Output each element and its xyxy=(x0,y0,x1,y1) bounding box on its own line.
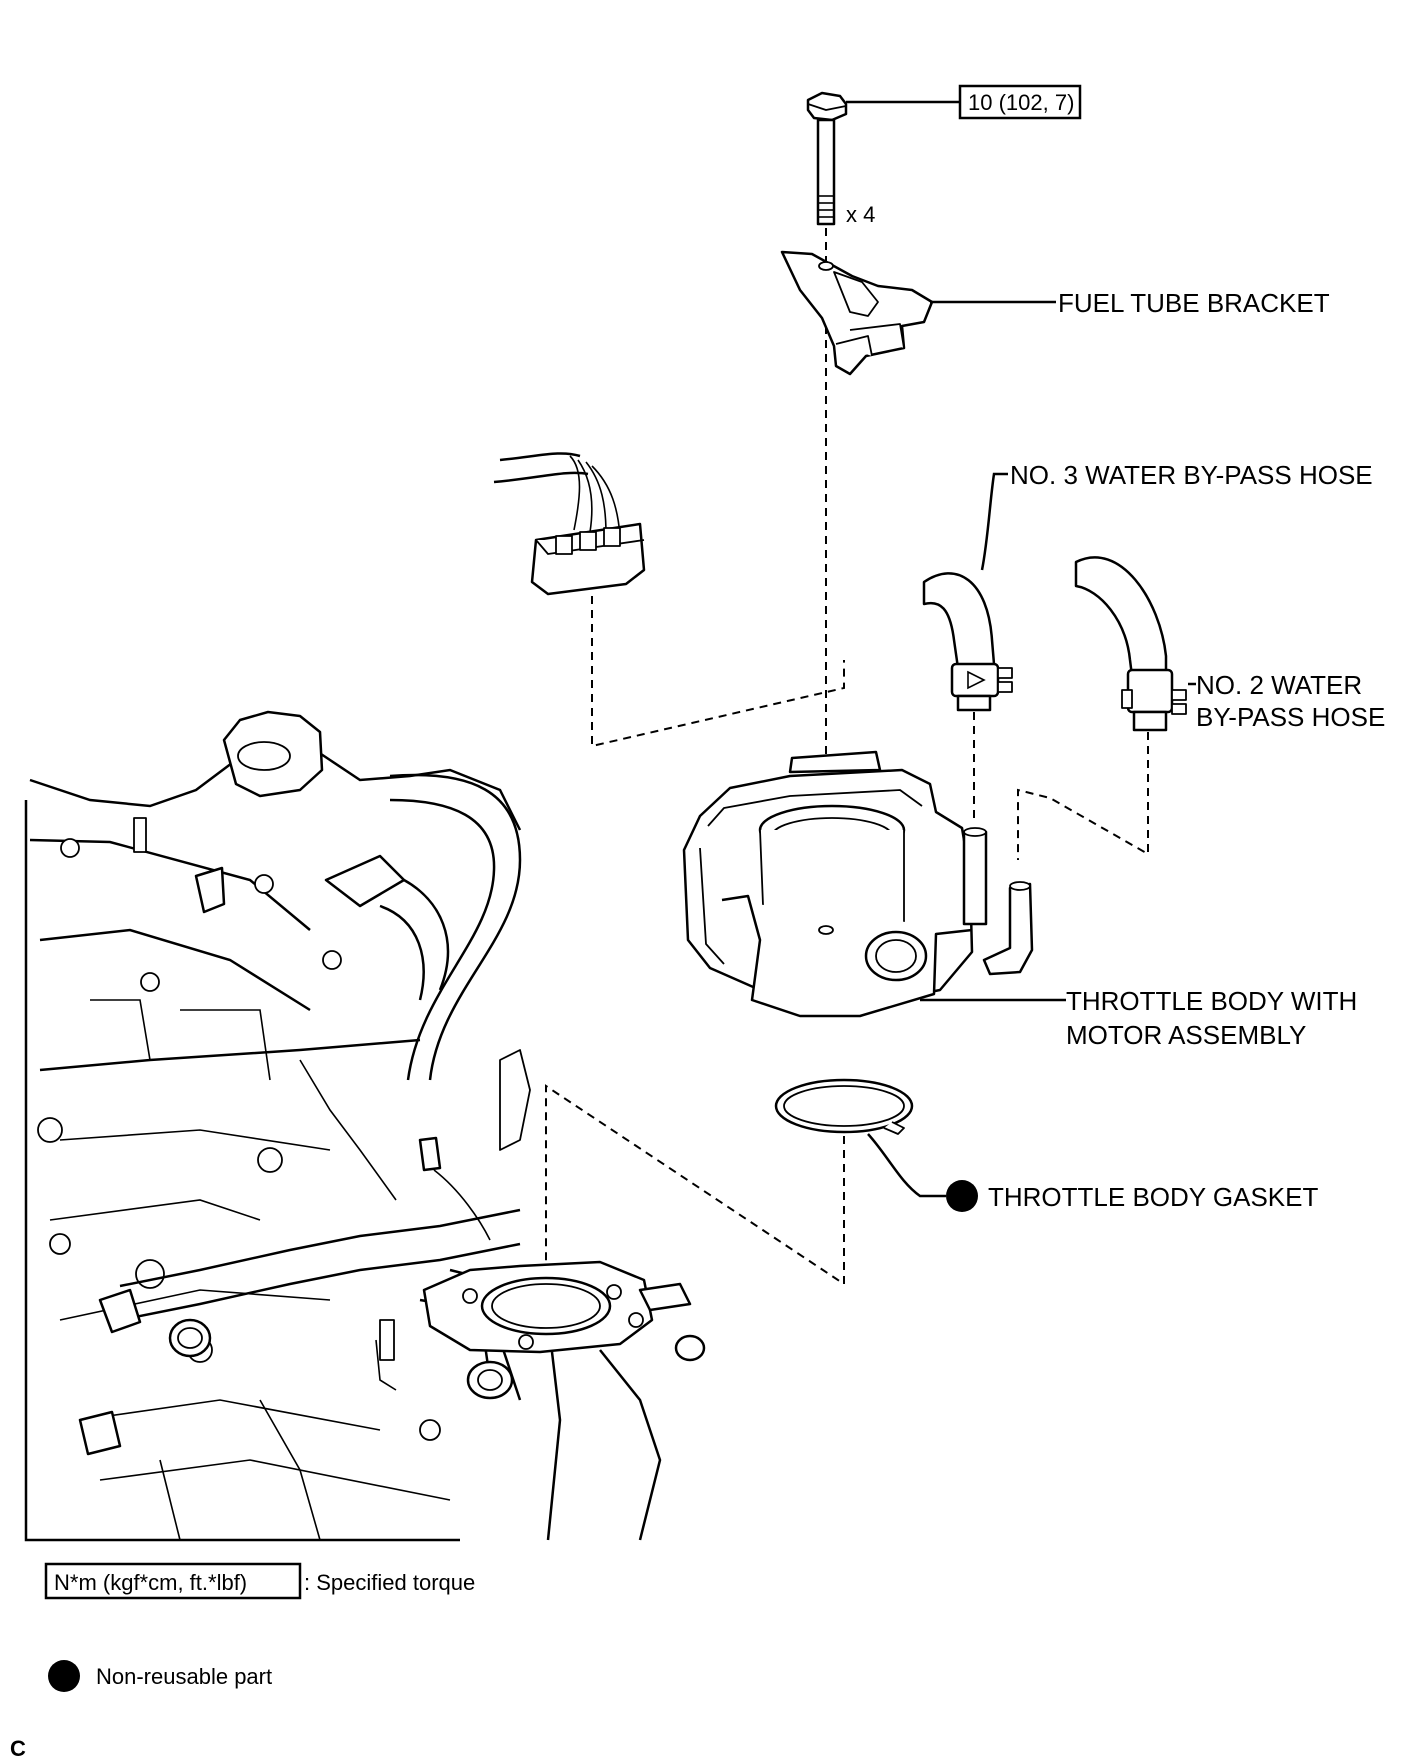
fuel-tube-bracket xyxy=(780,250,934,376)
no2-hose-path-line xyxy=(1017,732,1149,860)
legend: N*m (kgf*cm, ft.*lbf) : Specified torque… xyxy=(44,1562,475,1692)
non-reusable-label: Non-reusable part xyxy=(96,1664,272,1689)
throttle-body-gasket xyxy=(774,1078,914,1135)
no3-water-bypass-hose xyxy=(922,572,1013,712)
legend-non-reusable-icon xyxy=(48,1660,80,1692)
bolt-quantity: x 4 xyxy=(846,202,875,227)
gasket-path-line xyxy=(545,1084,845,1296)
no3-hose-leader xyxy=(980,472,1008,571)
bolt xyxy=(806,91,848,226)
fuel-tube-bracket-label: FUEL TUBE BRACKET xyxy=(1058,288,1330,318)
no2-hose-label-line2: BY-PASS HOSE xyxy=(1196,702,1385,732)
no3-water-bypass-hose-label: NO. 3 WATER BY-PASS HOSE xyxy=(1010,460,1373,490)
throttle-body-with-motor xyxy=(682,750,1034,1018)
gasket-leader xyxy=(867,1133,946,1198)
throttle-body-label-line1: THROTTLE BODY WITH xyxy=(1066,986,1357,1016)
engine-block xyxy=(24,710,706,1542)
no2-water-bypass-hose xyxy=(1074,556,1187,732)
torque-spec-value: 10 (102, 7) xyxy=(968,90,1074,115)
torque-units: N*m (kgf*cm, ft.*lbf) xyxy=(54,1570,247,1595)
connector-path-line xyxy=(591,596,845,748)
throttle-body-gasket-label: THROTTLE BODY GASKET xyxy=(988,1182,1318,1212)
torque-description: : Specified torque xyxy=(304,1570,475,1595)
throttle-body-label-line2: MOTOR ASSEMBLY xyxy=(1066,1020,1306,1050)
no2-hose-label-line1: NO. 2 WATER xyxy=(1196,670,1362,700)
figure-code: C xyxy=(10,1736,26,1761)
torque-spec-box xyxy=(958,84,1082,120)
torque-units-box xyxy=(44,1562,302,1600)
wire-connector xyxy=(493,452,646,596)
non-reusable-mark xyxy=(946,1180,978,1212)
